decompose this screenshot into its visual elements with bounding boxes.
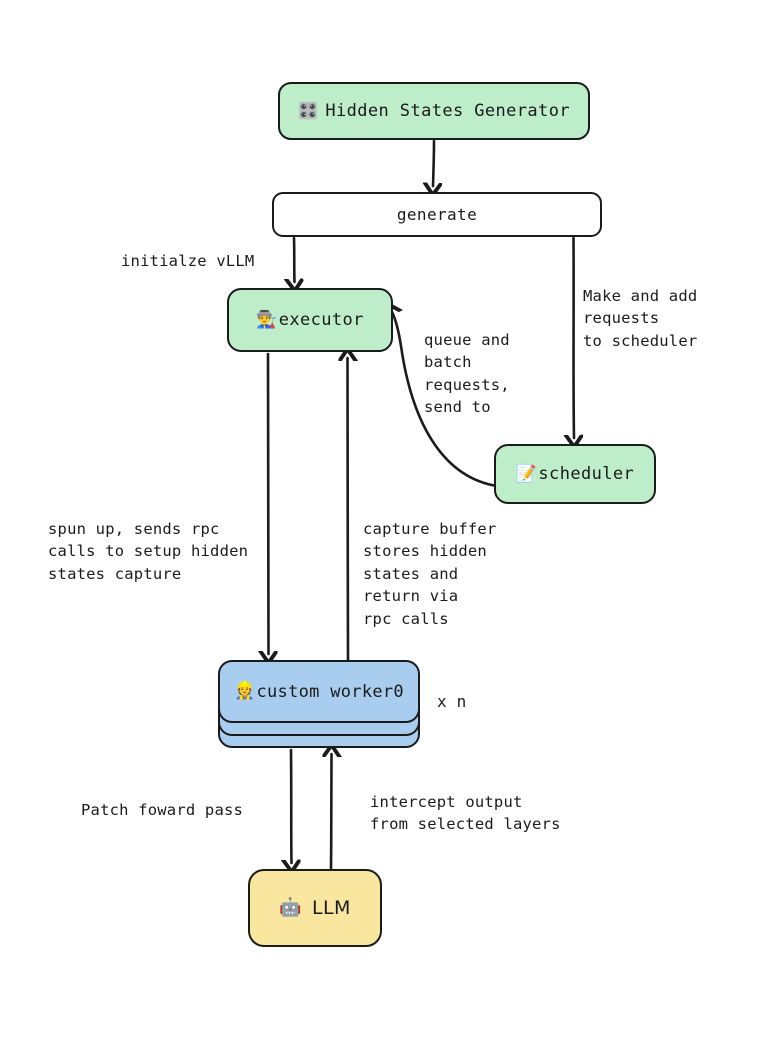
factory-worker-icon: 👨‍🏭 (256, 309, 278, 330)
robot-icon: 🤖 (279, 897, 303, 918)
node-custom-worker0[interactable]: 👷 custom worker0 (218, 660, 420, 750)
node-generate[interactable]: generate (272, 192, 602, 237)
edge-worker-to-executor (348, 358, 349, 662)
node-text: generate (396, 205, 478, 224)
edge-label-queue-and-batch: queue and batch requests, send to (424, 331, 510, 417)
edge-label-patch-forward-pass: Patch foward pass (81, 801, 244, 819)
node-label: 📝 scheduler (516, 464, 634, 484)
node-scheduler[interactable]: 📝 scheduler (494, 444, 656, 504)
node-executor[interactable]: 👨‍🏭 executor (227, 288, 393, 352)
edge-scheduler-to-executor (392, 312, 499, 488)
worker-multiplier-label: x n (437, 692, 467, 711)
control-knobs-icon: 🎛️ (298, 101, 319, 120)
node-text: LLM (312, 897, 351, 919)
construction-worker-icon: 👷 (234, 681, 256, 701)
node-label: generate (397, 205, 477, 224)
edge-label-capture-buffer: capture buffer stores hidden states and … (363, 520, 497, 628)
node-hidden-states-generator[interactable]: 🎛️ Hidden States Generator (278, 82, 590, 140)
node-text: scheduler (538, 464, 635, 484)
node-text: executor (278, 310, 364, 330)
node-label: 🎛️ Hidden States Generator (298, 101, 570, 121)
edge-label-spun-up-rpc: spun up, sends rpc calls to setup hidden… (48, 520, 249, 583)
node-label: 👨‍🏭 executor (256, 310, 364, 330)
node-label: 👷 custom worker0 (234, 682, 404, 702)
node-llm[interactable]: 🤖 LLM (248, 869, 382, 947)
edge-generate-to-executor (294, 236, 295, 282)
edge-generate-to-scheduler (574, 236, 575, 438)
edge-hsg-to-generate (433, 139, 434, 186)
edge-worker-to-llm (291, 748, 292, 863)
edge-label-initialize-vllm: initialze vLLM (121, 252, 255, 270)
edge-label-intercept-output: intercept output from selected layers (370, 793, 561, 834)
node-text: custom worker0 (256, 681, 404, 702)
node-text: Hidden States Generator (325, 101, 570, 121)
memo-icon: 📝 (515, 463, 538, 484)
stack-layer-front[interactable]: 👷 custom worker0 (218, 660, 420, 723)
edge-llm-to-worker (331, 754, 332, 871)
edge-label-make-and-add-requests: Make and add requests to scheduler (583, 287, 698, 350)
edge-executor-to-worker (268, 352, 269, 654)
node-label: 🤖 LLM (279, 897, 351, 919)
